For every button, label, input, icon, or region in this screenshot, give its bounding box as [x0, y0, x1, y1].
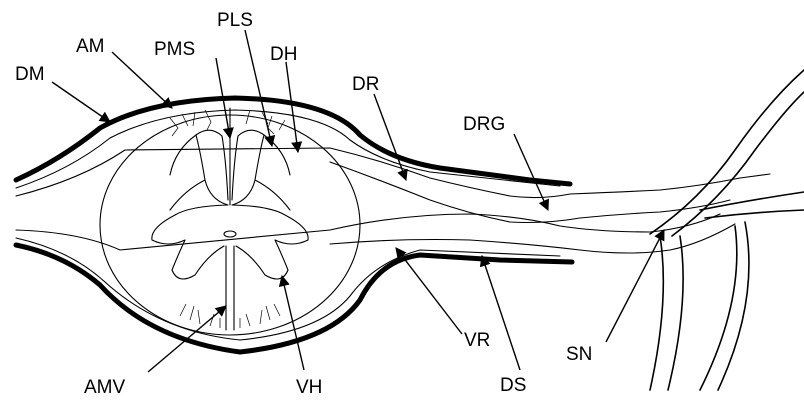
- spinal-nerve-branch-down-c: [700, 226, 737, 390]
- label-dh: DH: [270, 44, 297, 65]
- label-pls: PLS: [217, 10, 253, 31]
- leader-sn: [606, 230, 664, 342]
- label-dm: DM: [15, 64, 45, 85]
- label-amv: AMV: [84, 377, 126, 398]
- ventral-root-line-upper: [16, 214, 720, 250]
- arachnoid-lower: [16, 238, 560, 340]
- leader-dh: [286, 62, 298, 152]
- spinal-nerve-branch-right: [700, 192, 804, 210]
- central-canal: [224, 231, 236, 237]
- leader-dr: [374, 94, 406, 180]
- leader-ds: [482, 256, 520, 370]
- spinal-nerve-branch-down-b: [668, 236, 683, 390]
- posterior-horn-left: [170, 135, 205, 210]
- label-pms: PMS: [154, 39, 195, 60]
- anterior-median-fissure: [226, 246, 234, 330]
- leader-drg: [514, 134, 548, 210]
- label-drg: DRG: [463, 114, 505, 135]
- label-ds: DS: [500, 375, 526, 396]
- vessels-anterior: [180, 304, 280, 328]
- spinal-nerve-branch-down-a: [650, 236, 663, 390]
- label-vh: VH: [296, 377, 322, 398]
- leader-pls: [245, 30, 272, 146]
- label-dr: DR: [352, 74, 379, 95]
- posterior-horn-right: [255, 135, 290, 210]
- spinal-nerve-branch-down-d: [718, 222, 749, 390]
- spinal-nerve-branch-upper-a: [650, 70, 804, 234]
- leader-vr: [396, 248, 462, 334]
- leader-am: [112, 52, 172, 108]
- label-vr: VR: [464, 330, 490, 351]
- label-sn: SN: [566, 344, 592, 365]
- leader-amv: [148, 306, 226, 372]
- leader-dm: [52, 82, 110, 122]
- leader-vh: [282, 276, 304, 370]
- label-am: AM: [76, 36, 105, 57]
